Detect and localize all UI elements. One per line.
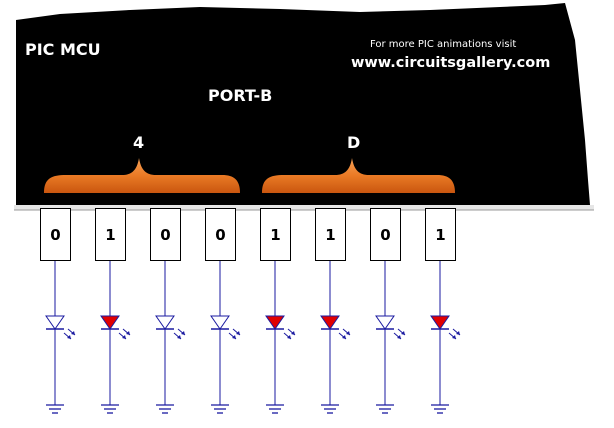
brace-low-nibble [262, 158, 455, 193]
led-4-body [265, 315, 285, 330]
led-arrowhead-2-1 [181, 331, 185, 335]
led-arrowhead-7-1 [456, 331, 460, 335]
led-0-light-arrows [63, 328, 76, 340]
promo-text: For more PIC animations visit [370, 39, 517, 50]
bit-6-box: 1 [95, 208, 126, 261]
ground-0-icon [46, 404, 64, 414]
ground-4-icon [266, 404, 284, 414]
ground-2-icon [156, 404, 174, 414]
ground-1-icon [101, 404, 119, 414]
bit-1-box: 0 [370, 208, 401, 261]
port-label: PORT-B [208, 86, 273, 105]
led-6-light-arrows [393, 328, 406, 340]
led-1-body [100, 315, 120, 330]
led-arrowhead-7-0 [452, 335, 456, 339]
brace-high-nibble [44, 158, 240, 193]
bit-0-box: 1 [425, 208, 456, 261]
mcu-title: PIC MCU [25, 40, 101, 59]
led-arrowhead-2-0 [177, 335, 181, 339]
ground-3-icon [211, 404, 229, 414]
led-7-body [430, 315, 450, 330]
bit-4-box: 0 [205, 208, 236, 261]
promo-url-link[interactable]: www.circuitsgallery.com [351, 55, 551, 71]
pin-header-strip [14, 205, 594, 210]
led-3-light-arrows [228, 328, 241, 340]
low-nibble-hex: D [347, 133, 361, 152]
led-arrowhead-0-1 [71, 331, 75, 335]
led-arrowhead-5-1 [346, 331, 350, 335]
led-2-body [155, 315, 175, 330]
output-channels [45, 261, 461, 414]
bit-3-box: 1 [260, 208, 291, 261]
led-arrowhead-1-0 [122, 335, 126, 339]
bit-7-box: 0 [40, 208, 71, 261]
led-arrowhead-4-0 [287, 335, 291, 339]
led-arrowhead-4-1 [291, 331, 295, 335]
led-2-light-arrows [173, 328, 186, 340]
led-arrowhead-6-1 [401, 331, 405, 335]
led-5-body [320, 315, 340, 330]
bit-5-box: 0 [150, 208, 181, 261]
mcu-chip-body [16, 3, 590, 205]
led-arrowhead-5-0 [342, 335, 346, 339]
ground-5-icon [321, 404, 339, 414]
ground-6-icon [376, 404, 394, 414]
bit-2-box: 1 [315, 208, 346, 261]
ground-7-icon [431, 404, 449, 414]
led-4-light-arrows [283, 328, 296, 340]
led-arrowhead-3-0 [232, 335, 236, 339]
high-nibble-hex: 4 [133, 133, 145, 152]
led-arrowhead-6-0 [397, 335, 401, 339]
led-arrowhead-1-1 [126, 331, 130, 335]
led-arrowhead-3-1 [236, 331, 240, 335]
led-0-body [45, 315, 65, 330]
led-1-light-arrows [118, 328, 131, 340]
led-arrowhead-0-0 [67, 335, 71, 339]
led-6-body [375, 315, 395, 330]
led-7-light-arrows [448, 328, 461, 340]
led-5-light-arrows [338, 328, 351, 340]
led-3-body [210, 315, 230, 330]
